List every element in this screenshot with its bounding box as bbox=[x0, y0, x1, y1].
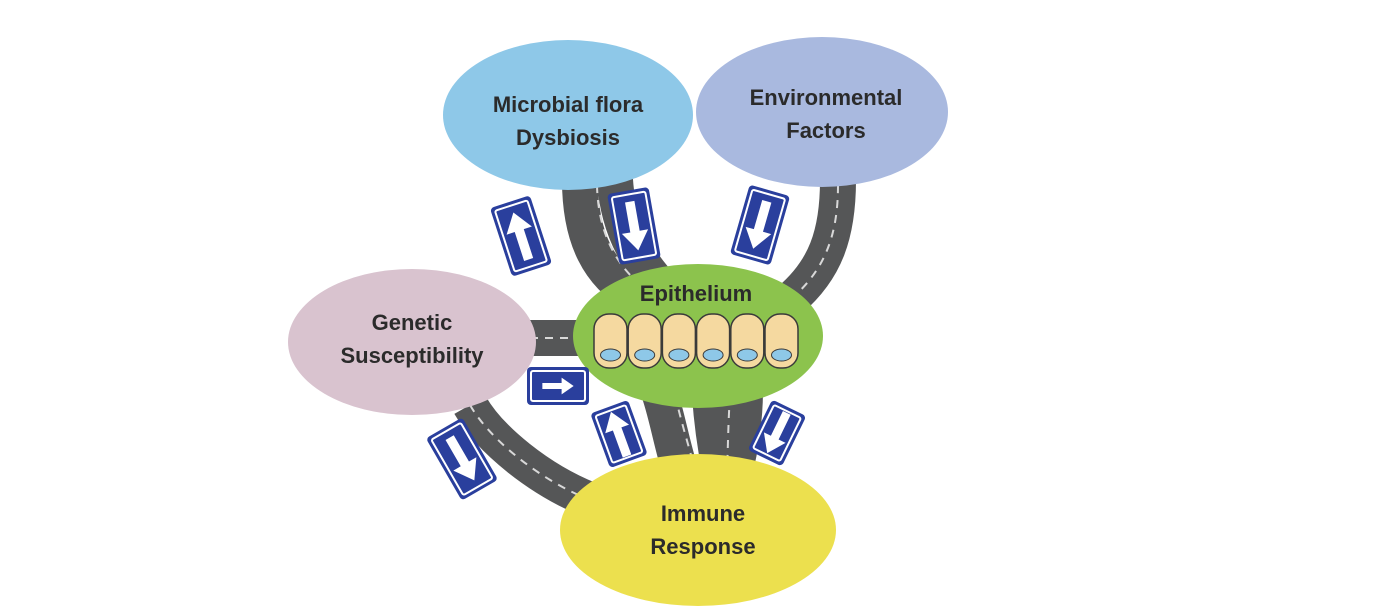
epithelium-node: Epithelium bbox=[573, 264, 823, 408]
environmental-label-line2: Factors bbox=[786, 118, 865, 143]
genetic-node: Genetic Susceptibility bbox=[288, 269, 536, 415]
genetic-label-line1: Genetic bbox=[372, 310, 453, 335]
arrow-up-icon bbox=[490, 196, 552, 276]
arrow-down-icon bbox=[607, 187, 661, 265]
epithelial-cell bbox=[764, 313, 799, 369]
arrow-down-icon bbox=[748, 400, 806, 466]
epithelium-label: Epithelium bbox=[640, 281, 752, 306]
epithelial-cell bbox=[593, 313, 628, 369]
arrow-right-icon bbox=[527, 367, 589, 405]
genetic-label-line2: Susceptibility bbox=[340, 343, 484, 368]
epithelial-cell bbox=[695, 313, 731, 369]
epithelial-cells bbox=[593, 313, 799, 369]
road-signs bbox=[427, 185, 806, 500]
immune-label-line2: Response bbox=[650, 534, 755, 559]
environmental-node: Environmental Factors bbox=[696, 37, 948, 187]
microbial-node: Microbial flora Dysbiosis bbox=[443, 40, 693, 190]
microbial-label-line1: Microbial flora bbox=[493, 92, 644, 117]
road-environmental bbox=[777, 179, 856, 314]
microbial-label-line2: Dysbiosis bbox=[516, 125, 620, 150]
arrow-down-icon bbox=[730, 185, 790, 265]
immune-node: Immune Response bbox=[560, 454, 836, 606]
epithelial-cell bbox=[730, 313, 765, 369]
environmental-label-line1: Environmental bbox=[750, 85, 903, 110]
road-genetic-immune bbox=[454, 395, 597, 517]
immune-label-line1: Immune bbox=[661, 501, 745, 526]
arrow-down-icon bbox=[427, 418, 497, 500]
epithelial-cell bbox=[627, 313, 662, 369]
arrow-up-icon bbox=[591, 401, 647, 467]
epithelial-cell bbox=[661, 313, 697, 369]
